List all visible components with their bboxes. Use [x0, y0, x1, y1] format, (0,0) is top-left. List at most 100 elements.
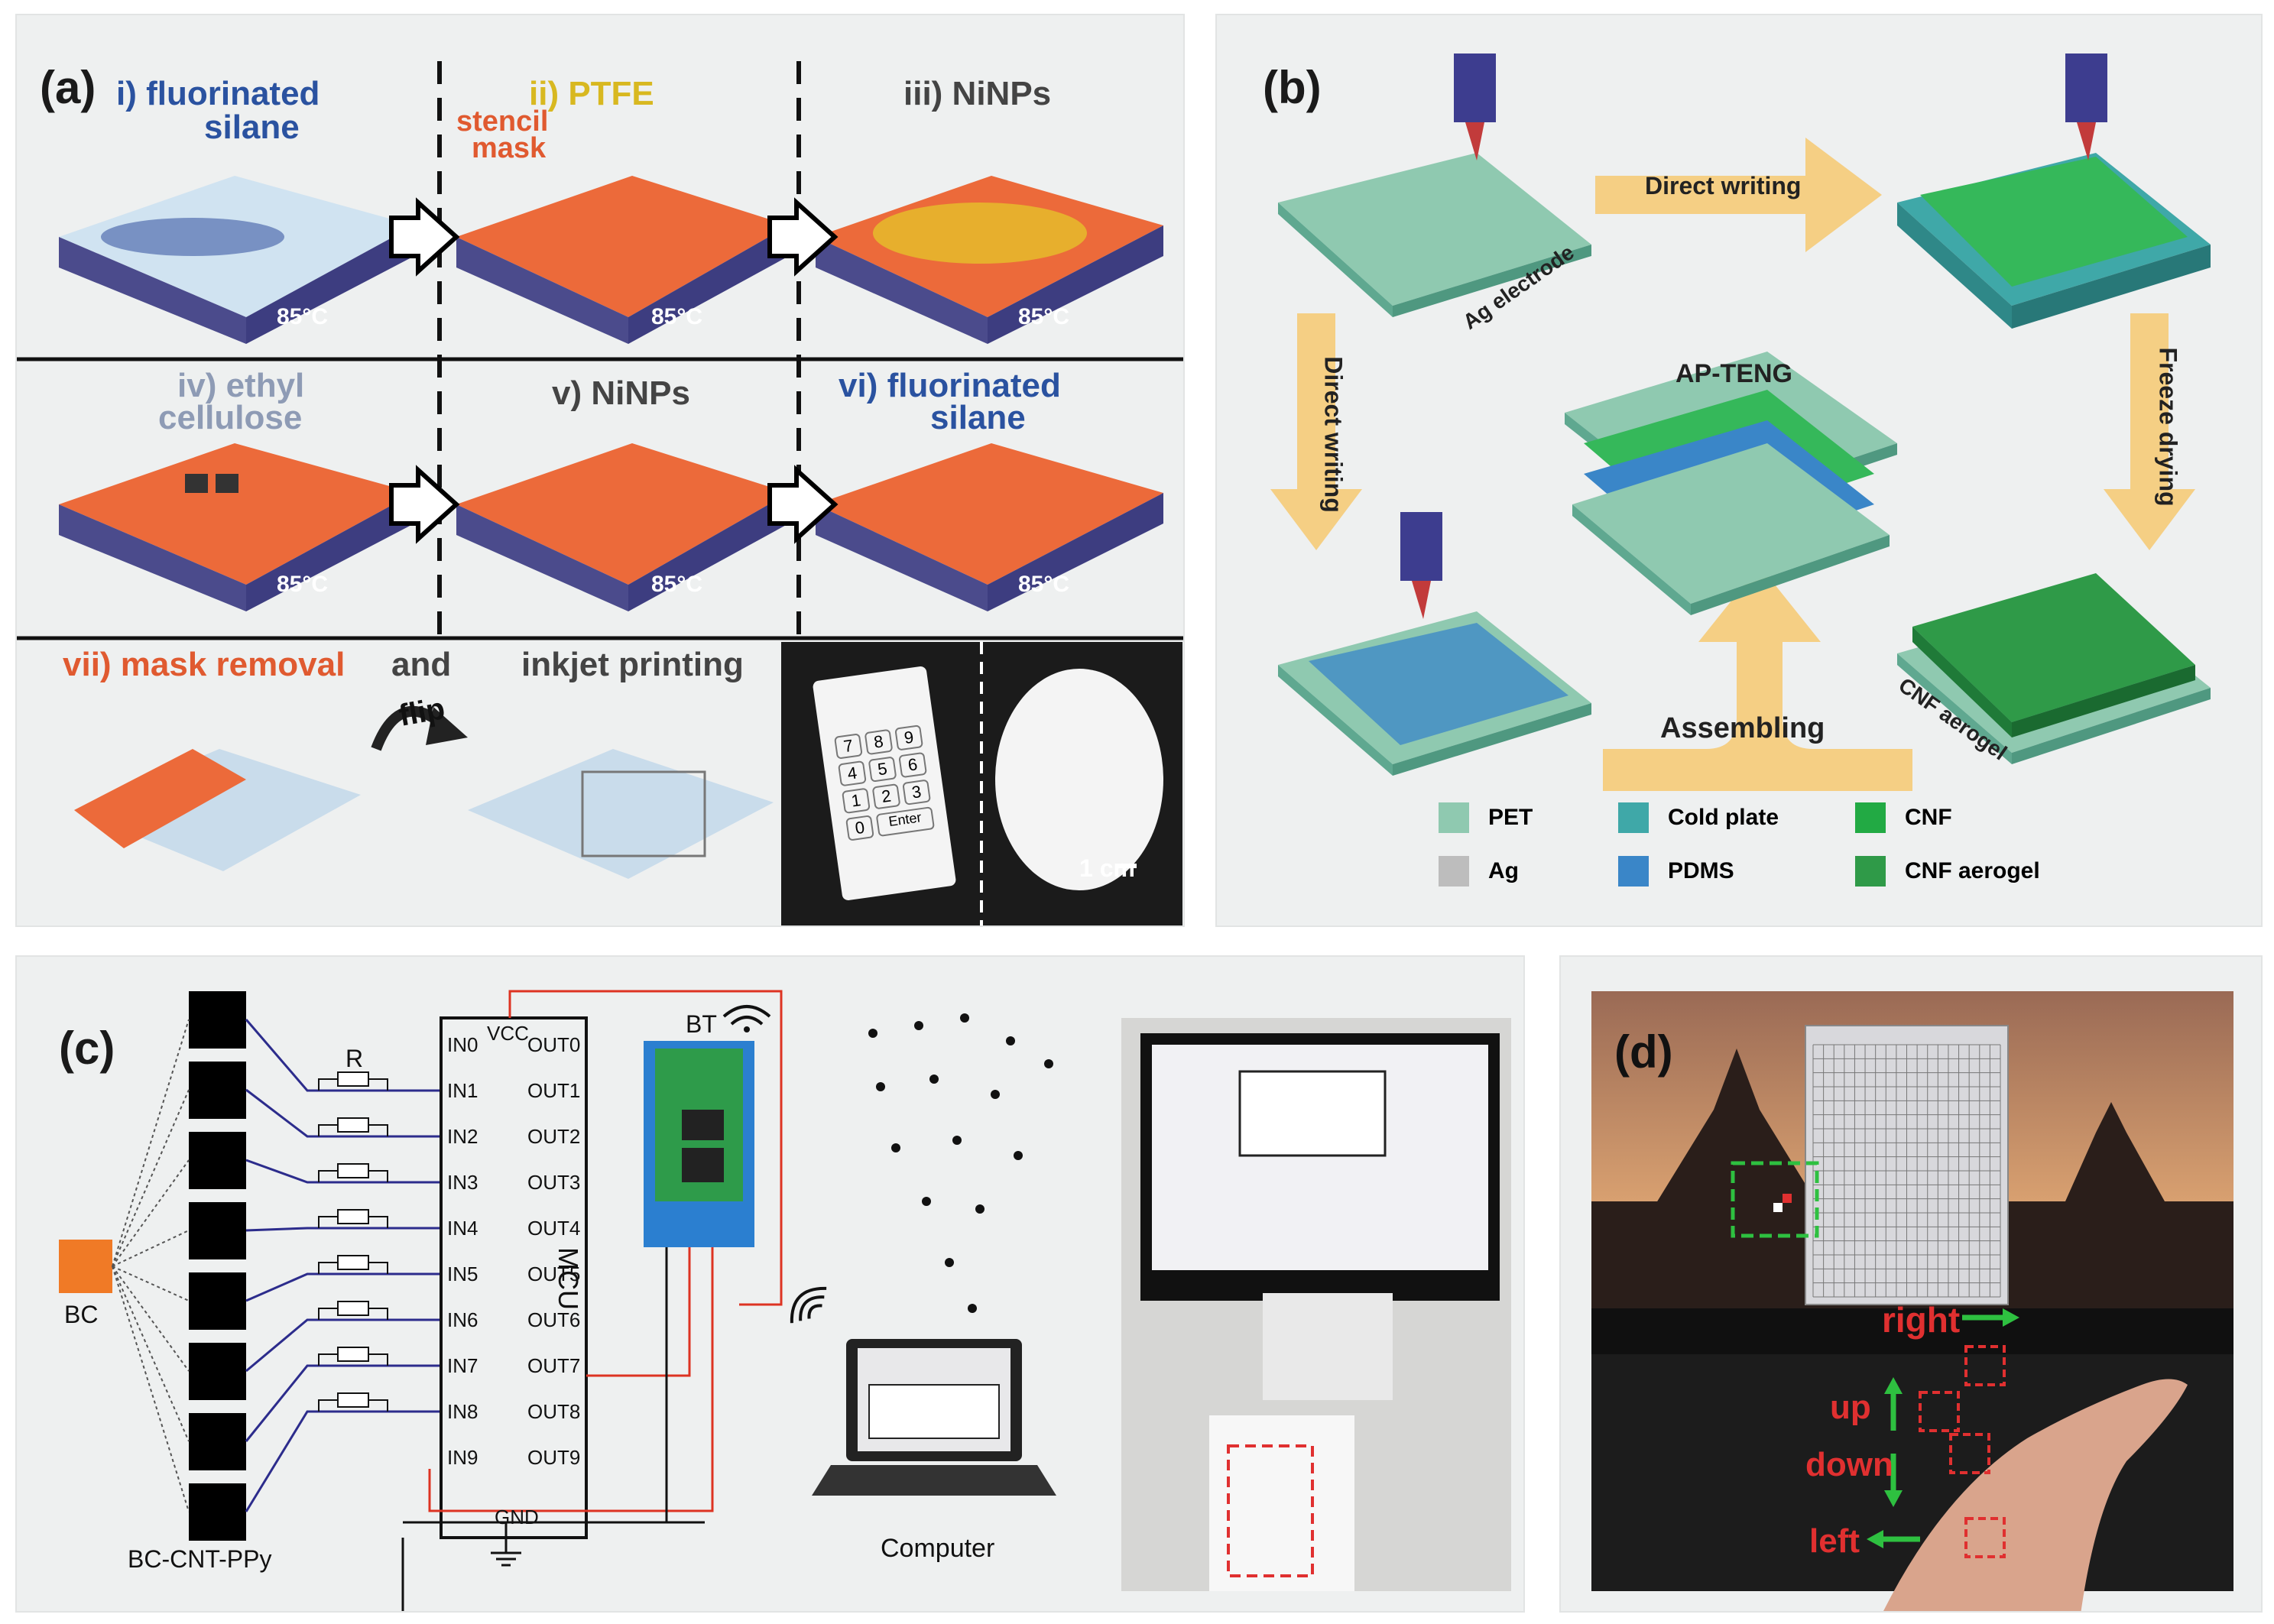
- mcu-output-pin-label: OUT8: [527, 1400, 581, 1423]
- substrate-1: [59, 176, 414, 344]
- resistor: [337, 1071, 369, 1087]
- key: 9: [894, 724, 924, 751]
- resistor: [337, 1209, 369, 1224]
- resistor: [337, 1255, 369, 1270]
- resistor-lead: [318, 1399, 338, 1412]
- mcu-input-pin-label: IN7: [447, 1354, 478, 1377]
- temp-2: 85°C: [651, 304, 703, 329]
- resistor: [337, 1117, 369, 1133]
- bc-label: BC: [64, 1301, 99, 1328]
- temp-1: 85°C: [277, 304, 329, 329]
- step-4-line1: iv) ethyl: [177, 367, 305, 404]
- mcu-output-pin-label: OUT5: [527, 1263, 581, 1285]
- dotted-link: [112, 1089, 190, 1267]
- panel-a-illustration: [17, 61, 1183, 925]
- legend-label: Ag: [1488, 858, 1519, 883]
- key: 8: [864, 728, 894, 756]
- key: 6: [898, 751, 928, 779]
- mcu-input-pin-label: IN9: [447, 1446, 478, 1469]
- mcu-output-pin-label: OUT1: [527, 1079, 581, 1102]
- dotted-link: [112, 1266, 190, 1442]
- panel-b-illustration: [1270, 53, 2211, 791]
- step-6-line2: silane: [930, 399, 1026, 436]
- gesture-photo: [1591, 991, 2233, 1611]
- ag-swatch: [1439, 856, 1469, 887]
- resistor-lead: [318, 1262, 338, 1274]
- temp-4: 85°C: [277, 572, 329, 597]
- panel-a-label: (a): [40, 62, 96, 113]
- and-label: and: [391, 646, 452, 683]
- cnf-on-cold-plate: [1897, 53, 2211, 329]
- mcu-input-pin-label: IN1: [447, 1079, 478, 1102]
- keypad-left: 7 8 9 4 5 6 1 2 3 0 Enter: [833, 724, 939, 841]
- pet-swatch: [1439, 802, 1469, 833]
- legend-item: PDMS: [1618, 856, 1734, 887]
- signal-wire: [245, 1019, 441, 1092]
- direct-writing-top: Direct writing: [1645, 172, 1802, 199]
- legend-label: CNF aerogel: [1905, 858, 2040, 883]
- resistor: [337, 1392, 369, 1408]
- resistor-lead: [368, 1399, 388, 1412]
- dotted-link: [112, 1019, 190, 1267]
- freeze-drying: Freeze drying: [2154, 347, 2182, 507]
- signal-wire: [245, 1364, 441, 1442]
- mcu-output-pin-label: OUT2: [527, 1125, 581, 1148]
- cold-plate-swatch: [1618, 802, 1649, 833]
- wifi-icon: [722, 1005, 771, 1032]
- substrate-5: [456, 443, 789, 611]
- legend-label: Cold plate: [1668, 805, 1779, 830]
- legend-label: PET: [1488, 805, 1533, 830]
- dotted-link: [112, 1266, 190, 1372]
- panel-c: (c) BC BC-CNT-PPy R VCC GND MCU BT Compu…: [15, 955, 1525, 1613]
- key: 3: [902, 779, 932, 806]
- electrode-pad: [189, 1132, 246, 1189]
- stencil-mask-line2: mask: [472, 132, 547, 164]
- step-4-line2: cellulose: [158, 399, 303, 436]
- legend-item: PET: [1439, 802, 1533, 833]
- dotted-link: [112, 1159, 190, 1267]
- ap-teng-stack: [1565, 352, 1897, 615]
- grid-window: [1731, 1025, 2009, 1305]
- resistor-lead: [368, 1078, 388, 1091]
- music-notes: [868, 1013, 1053, 1313]
- signal-wire: [245, 1227, 441, 1232]
- scale-bar-label: 1 cm: [1079, 854, 1135, 882]
- vcc-label: VCC: [487, 1022, 529, 1045]
- wifi-icon-laptop: [790, 1286, 827, 1324]
- bt-module: [644, 1041, 754, 1247]
- bc-cnt-ppy-label: BC-CNT-PPy: [128, 1545, 272, 1573]
- arrow-down-icon: [1884, 1454, 1903, 1507]
- temp-6: 85°C: [1018, 572, 1070, 597]
- up-label: up: [1830, 1389, 1871, 1426]
- electrode-pad: [189, 1483, 246, 1541]
- resistor-lead: [318, 1353, 338, 1366]
- legend-item: Ag: [1439, 856, 1519, 887]
- stencil-mask-line1: stencil: [456, 105, 549, 138]
- signal-wire: [245, 1272, 441, 1302]
- electrode-pad: [189, 1202, 246, 1259]
- computer-label: Computer: [881, 1534, 995, 1563]
- substrate-4: [59, 443, 414, 611]
- keypad-substrate: [468, 749, 774, 879]
- resistor-lead: [368, 1353, 388, 1366]
- panel-b: (b) Direct writing Ag electrode Direct w…: [1215, 14, 2263, 927]
- mask-removal-substrate: [74, 749, 361, 871]
- step-3-line1: iii) NiNPs: [903, 75, 1052, 112]
- mcu-input-pin-label: IN8: [447, 1400, 478, 1423]
- resistor-lead: [318, 1124, 338, 1136]
- electrode-pad: [189, 1343, 246, 1400]
- electrode-pad: [189, 991, 246, 1049]
- mcu-output-pin-label: OUT3: [527, 1171, 581, 1194]
- legend-item: Cold plate: [1618, 802, 1779, 833]
- panel-d: (d) right up down left: [1559, 955, 2263, 1613]
- keypad-photo: [781, 642, 1182, 925]
- temp-5: 85°C: [651, 572, 703, 597]
- mcu-input-pin-label: IN5: [447, 1263, 478, 1285]
- resistor-lead: [318, 1308, 338, 1320]
- legend-item: CNF: [1855, 802, 1952, 833]
- resistor: [337, 1163, 369, 1178]
- resistor-lead: [318, 1078, 338, 1091]
- mcu-output-pin-label: OUT9: [527, 1446, 581, 1469]
- bt-label: BT: [686, 1010, 717, 1038]
- step-5-line1: v) NiNPs: [552, 374, 690, 412]
